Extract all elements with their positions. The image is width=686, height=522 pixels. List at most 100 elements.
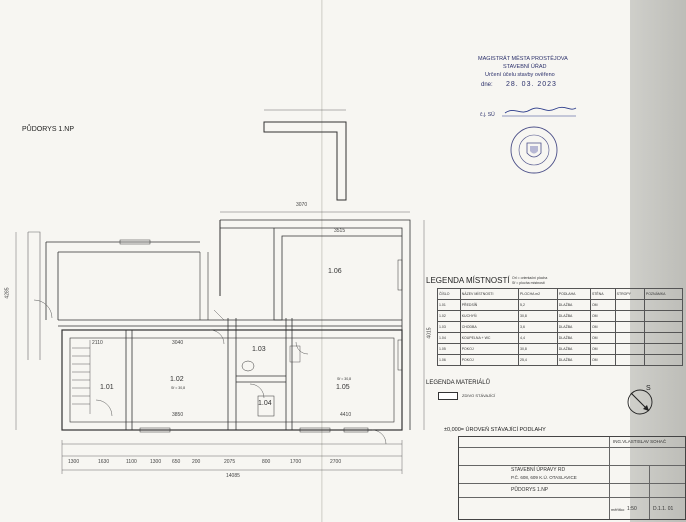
title-block-divider bbox=[459, 465, 685, 466]
room-area-1-05: Sf = 30,8 bbox=[337, 377, 352, 381]
dim-bottom-9: 1700 bbox=[290, 459, 302, 465]
cell bbox=[643, 343, 684, 355]
cell: OM bbox=[589, 310, 616, 322]
floor-level-note: ±0,000= ÚROVEŇ STÁVAJÍCÍ PODLAHY bbox=[444, 427, 546, 433]
cell bbox=[643, 321, 684, 333]
cell: POKOJ bbox=[459, 343, 520, 355]
header-cell: POZNÁMKA bbox=[643, 288, 684, 300]
plan-title: PŮDORYS 1.NP bbox=[22, 126, 74, 133]
drawing-name: PŮDORYS 1.NP bbox=[511, 487, 549, 493]
cell bbox=[614, 332, 645, 344]
room-area-1-02: Sf = 30,8 bbox=[171, 386, 186, 390]
cell: OM bbox=[589, 354, 616, 366]
cell: DLAŽBA bbox=[556, 310, 591, 322]
cell: OM bbox=[589, 332, 616, 344]
cell: DLAŽBA bbox=[556, 343, 591, 355]
dim-top-1: 3070 bbox=[296, 202, 308, 208]
title-block-divider bbox=[649, 465, 650, 519]
header-cell: STĚNA bbox=[589, 288, 616, 300]
cell: 3,6 bbox=[518, 321, 558, 333]
cell: 4,4 bbox=[518, 332, 558, 344]
room-label-1-03: 1.03 bbox=[252, 346, 266, 353]
dim-bottom-8: 800 bbox=[262, 459, 271, 465]
stamp-date-label: dne: bbox=[481, 82, 493, 88]
svg-text:S: S bbox=[646, 385, 651, 392]
cell: OM bbox=[589, 343, 616, 355]
legend-note-1: Orl = orientační plocha bbox=[512, 276, 548, 280]
project-name: STAVEBNÍ ÚPRAVY RD bbox=[511, 467, 566, 473]
dim-bottom-2: 1630 bbox=[98, 459, 110, 465]
dim-bottom-7: 2075 bbox=[224, 459, 236, 465]
title-block: ING.VLASTISLAV SOHAČ STAVEBNÍ ÚPRAVY RD … bbox=[458, 436, 686, 520]
scale-label: měřítko bbox=[611, 507, 625, 512]
cell: 1.01 bbox=[437, 299, 461, 311]
dim-side-left: 4285 bbox=[4, 287, 11, 299]
stamp-line2: STAVEBNÍ ÚŘAD bbox=[503, 64, 547, 70]
legend-materials-title: LEGENDA MATERIÁLŮ bbox=[426, 380, 490, 386]
cell: OM bbox=[589, 299, 616, 311]
signature-scribble bbox=[502, 106, 577, 117]
header-cell: PODLAHA bbox=[556, 288, 591, 300]
cell: DLAŽBA bbox=[556, 354, 591, 366]
title-block-divider bbox=[459, 447, 685, 448]
stamp-line1: MAGISTRÁT MĚSTA PROSTĚJOVA bbox=[478, 56, 568, 62]
cell bbox=[643, 354, 684, 366]
cell: 25,4 bbox=[518, 354, 558, 366]
header-cell: ČÍSLO bbox=[437, 288, 461, 300]
cell bbox=[643, 332, 684, 344]
parcel-info: P.Č. 608, 609 K.Ú. OTASLAVICE bbox=[511, 475, 577, 480]
stamp-line3: Určení účelu stavby ověřeno bbox=[485, 72, 555, 78]
header-cell: NÁZEV MÍSTNOSTI bbox=[459, 288, 520, 300]
cell bbox=[643, 299, 684, 311]
header-cell: PLOCHA m2 bbox=[518, 288, 558, 300]
cell bbox=[643, 310, 684, 322]
title-block-divider bbox=[609, 437, 610, 519]
dim-inner-1: 3040 bbox=[172, 340, 184, 346]
cell: DLAŽBA bbox=[556, 332, 591, 344]
cell bbox=[614, 310, 645, 322]
paper-shadow bbox=[630, 0, 686, 522]
dim-bottom-6: 200 bbox=[192, 459, 201, 465]
stamp-ref-label: č.j. SÚ bbox=[480, 112, 495, 118]
material-item-label: ZDIVO STÁVAJÍCÍ bbox=[462, 393, 496, 398]
north-arrow-icon: S bbox=[627, 385, 653, 415]
cell: 5,2 bbox=[518, 299, 558, 311]
dim-bottom-4: 1300 bbox=[150, 459, 162, 465]
title-block-divider bbox=[459, 483, 685, 484]
cell: PŘEDSÍŇ bbox=[459, 299, 520, 311]
cell bbox=[614, 354, 645, 366]
paper-fold bbox=[321, 0, 323, 522]
room-legend-table: ČÍSLO NÁZEV MÍSTNOSTI PLOCHA m2 PODLAHA … bbox=[437, 288, 684, 366]
header-cell: STROPY bbox=[614, 288, 645, 300]
cell bbox=[614, 299, 645, 311]
legend-header-row: ČÍSLO NÁZEV MÍSTNOSTI PLOCHA m2 PODLAHA … bbox=[437, 288, 684, 300]
cell: KUCHYŇ bbox=[459, 310, 520, 322]
scale-value: 1:50 bbox=[627, 506, 637, 512]
dim-bottom-3: 1100 bbox=[126, 459, 137, 465]
sheet-number: D.1.1. 01 bbox=[653, 506, 674, 512]
cell: 1.04 bbox=[437, 332, 461, 344]
cell bbox=[614, 343, 645, 355]
dim-bottom-5: 650 bbox=[172, 459, 181, 465]
cell: 1.03 bbox=[437, 321, 461, 333]
official-seal-icon bbox=[510, 126, 558, 174]
legend-rooms-title: LEGENDA MÍSTNOSTÍ bbox=[426, 276, 510, 285]
stamp-date: 28. 03. 2023 bbox=[506, 81, 557, 88]
cell: 1.02 bbox=[437, 310, 461, 322]
cell: 1.06 bbox=[437, 354, 461, 366]
legend-note-2: Sf = plocha místnosti bbox=[512, 281, 545, 285]
room-label-1-05: 1.05 bbox=[336, 384, 350, 391]
dim-bottom-1: 1300 bbox=[68, 459, 80, 465]
room-label-1-01: 1.01 bbox=[100, 384, 114, 391]
cell: POKOJ bbox=[459, 354, 520, 366]
cell: 1.05 bbox=[437, 343, 461, 355]
dim-side-right: 4015 bbox=[426, 327, 433, 339]
cell: 30,8 bbox=[518, 310, 558, 322]
